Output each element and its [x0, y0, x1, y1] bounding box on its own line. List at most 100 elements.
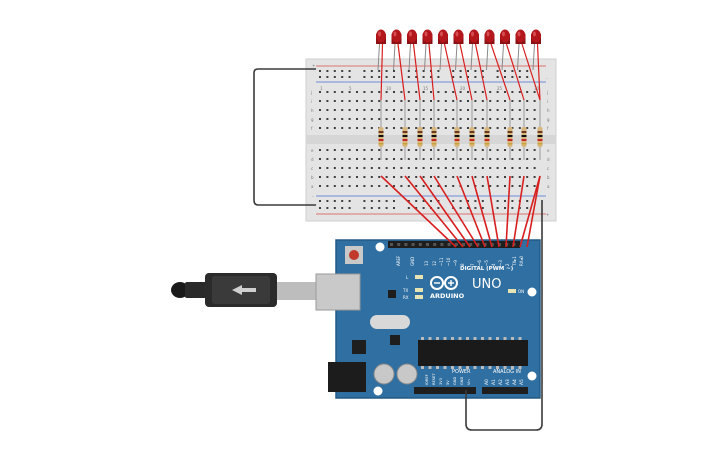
- breadboard-hole: [444, 167, 447, 169]
- breadboard-hole: [437, 158, 440, 160]
- breadboard-hole: [393, 185, 395, 187]
- breadboard-hole: [319, 91, 321, 93]
- smd-chip: [390, 335, 400, 345]
- breadboard-hole: [415, 118, 418, 120]
- mounting-hole: [527, 287, 537, 297]
- breadboard-hole: [489, 109, 492, 111]
- breadboard-hole: [474, 100, 477, 102]
- breadboard-hole: [504, 100, 506, 102]
- breadboard-hole: [370, 185, 373, 187]
- breadboard-hole: [370, 109, 373, 111]
- breadboard-rail-hole: [407, 200, 410, 202]
- aref-pin-label: AREF: [396, 255, 401, 266]
- breadboard-hole: [341, 158, 344, 160]
- breadboard-hole: [430, 149, 432, 151]
- breadboard-hole: [526, 149, 529, 151]
- breadboard-rail-hole: [370, 76, 373, 78]
- resistor-band: [417, 139, 423, 141]
- breadboard-hole: [407, 91, 410, 93]
- breadboard-hole: [407, 149, 410, 151]
- breadboard-hole: [496, 158, 499, 160]
- breadboard-hole: [370, 127, 373, 129]
- resistor-band: [431, 135, 437, 137]
- signal-wire: [404, 175, 464, 248]
- breadboard-hole: [496, 100, 499, 102]
- signal-wire: [505, 175, 511, 248]
- signal-wire: [380, 175, 457, 248]
- red-led: [484, 29, 495, 43]
- chip-pin: [443, 337, 447, 340]
- breadboard-hole: [474, 167, 477, 169]
- breadboard-rail-hole: [474, 200, 477, 202]
- breadboard-hole: [526, 158, 529, 160]
- breadboard-hole: [393, 149, 395, 151]
- column-number: 1: [320, 86, 323, 91]
- breadboard-hole: [378, 100, 381, 102]
- breadboard-hole: [348, 91, 351, 93]
- breadboard-rail-hole: [326, 207, 329, 209]
- breadboard-hole: [518, 149, 521, 151]
- led-l: [415, 275, 423, 279]
- row-letter: b: [311, 175, 314, 180]
- usb-logo-icon: [232, 285, 256, 295]
- chip-pin: [436, 366, 439, 369]
- ground-wire-rail-link[interactable]: [253, 68, 316, 206]
- breadboard-hole: [356, 109, 358, 111]
- breadboard-rail-hole: [348, 200, 351, 202]
- breadboard-hole: [407, 167, 410, 169]
- usb-b-port[interactable]: [315, 273, 361, 311]
- breadboard-hole: [333, 100, 336, 102]
- column-number: 5: [349, 86, 352, 91]
- resistor-band: [454, 139, 460, 141]
- usb-cable[interactable]: [171, 273, 317, 307]
- breadboard-rail-hole: [467, 76, 469, 78]
- mounting-hole: [373, 386, 383, 396]
- arduino-uno-board[interactable]: ARDUINO UNO DIGITAL (PWM ~) POWER ANALOG…: [315, 239, 541, 399]
- breadboard-rail-hole: [415, 76, 418, 78]
- breadboard-hole: [415, 127, 418, 129]
- ground-wires[interactable]: [253, 68, 543, 431]
- led-leg: [517, 43, 520, 71]
- reset-button[interactable]: [349, 250, 359, 260]
- column-number: 25: [497, 86, 503, 91]
- breadboard-rail-hole: [333, 207, 336, 209]
- breadboard-rail-hole: [422, 207, 425, 209]
- analog-header-label: ANALOG IN: [493, 369, 521, 375]
- chip-pin: [466, 366, 469, 369]
- breadboard-hole: [407, 100, 410, 102]
- breadboard-hole: [348, 109, 351, 111]
- breadboard-hole: [518, 109, 521, 111]
- breadboard-hole: [400, 185, 403, 187]
- resistor-band: [484, 143, 490, 145]
- row-letter: f: [311, 126, 313, 131]
- breadboard-hole: [370, 91, 373, 93]
- breadboard-hole: [467, 109, 469, 111]
- breadboard-hole: [437, 176, 440, 178]
- digital-pin-label: ~3: [498, 260, 503, 266]
- breadboard-rail-hole: [407, 207, 410, 209]
- digital-header-label: DIGITAL (PWM ~): [460, 266, 514, 272]
- row-letter: c: [311, 166, 313, 171]
- resistor-band: [507, 139, 513, 141]
- breadboard-hole: [481, 185, 484, 187]
- ground-wire-arduino[interactable]: [465, 200, 543, 431]
- breadboard-hole: [444, 176, 447, 178]
- breadboard-rail-hole: [481, 207, 484, 209]
- chip-pin: [451, 337, 454, 340]
- breadboard-hole: [437, 127, 440, 129]
- signal-wires: [380, 175, 541, 248]
- red-led: [500, 29, 510, 43]
- breadboard-rail-hole: [474, 207, 477, 209]
- resistor-band: [454, 135, 460, 137]
- led-leg: [377, 43, 380, 71]
- breadboard-hole: [356, 176, 358, 178]
- led-anode-wire: [397, 43, 406, 101]
- dc-barrel-jack[interactable]: [328, 362, 366, 392]
- breadboard-hole: [504, 158, 506, 160]
- breadboard-rail-hole: [511, 207, 514, 209]
- breadboard-hole: [393, 176, 395, 178]
- header-pin-hole: [490, 243, 494, 246]
- breadboard-hole: [452, 185, 455, 187]
- breadboard-hole: [467, 167, 469, 169]
- breadboard-hole: [400, 158, 403, 160]
